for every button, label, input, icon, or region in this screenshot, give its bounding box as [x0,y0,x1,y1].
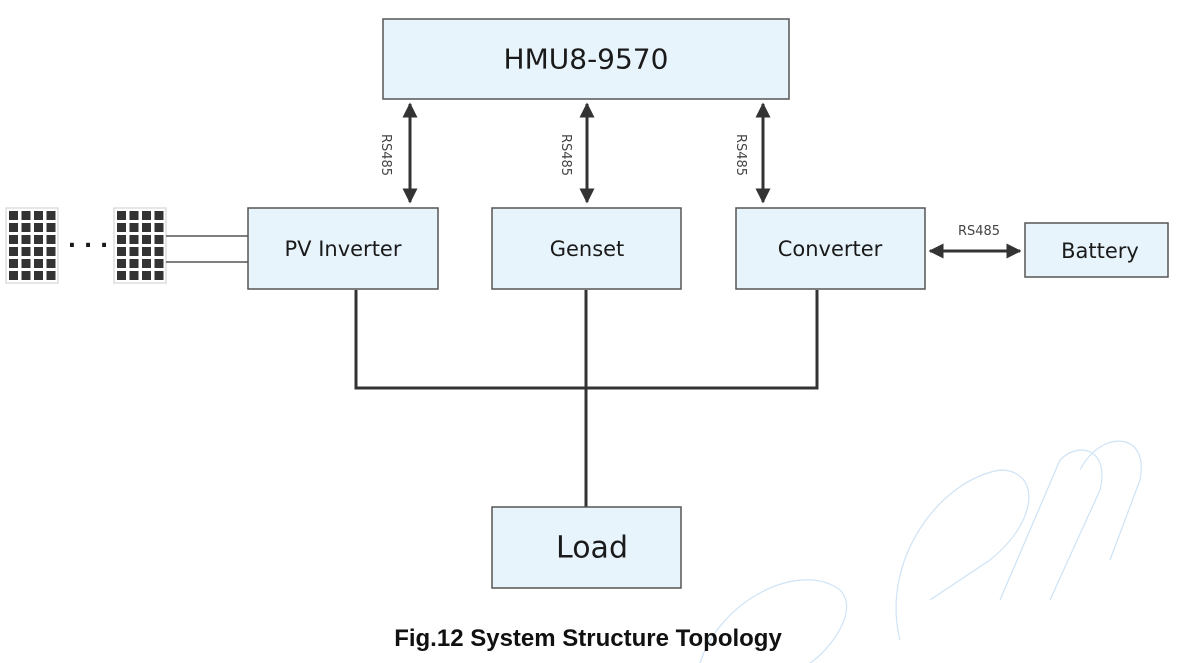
pv-inverter-box[interactable]: PV Inverter [247,207,439,290]
controller-box[interactable]: HMU8-9570 [382,18,790,100]
rs485-label-pv: RS485 [378,134,393,176]
genset-label: Genset [550,237,625,261]
pv-inverter-label: PV Inverter [285,237,402,261]
solar-panel-icon [5,207,59,284]
pv-array [5,207,167,284]
controller-label: HMU8-9570 [504,43,669,76]
rs485-label-genset: RS485 [558,134,573,176]
load-box[interactable]: Load [491,506,682,589]
solar-panel-icon [113,207,167,284]
pv-array-separator: · · · [68,234,108,259]
converter-label: Converter [778,237,883,261]
battery-label: Battery [1061,239,1139,263]
converter-box[interactable]: Converter [735,207,926,290]
load-label: Load [556,531,628,566]
genset-box[interactable]: Genset [491,207,682,290]
battery-box[interactable]: Battery [1024,222,1169,278]
rs485-label-converter: RS485 [733,134,748,176]
figure-caption: Fig.12 System Structure Topology [394,625,782,652]
watermark [699,440,1142,663]
rs485-label-battery: RS485 [958,224,1000,239]
